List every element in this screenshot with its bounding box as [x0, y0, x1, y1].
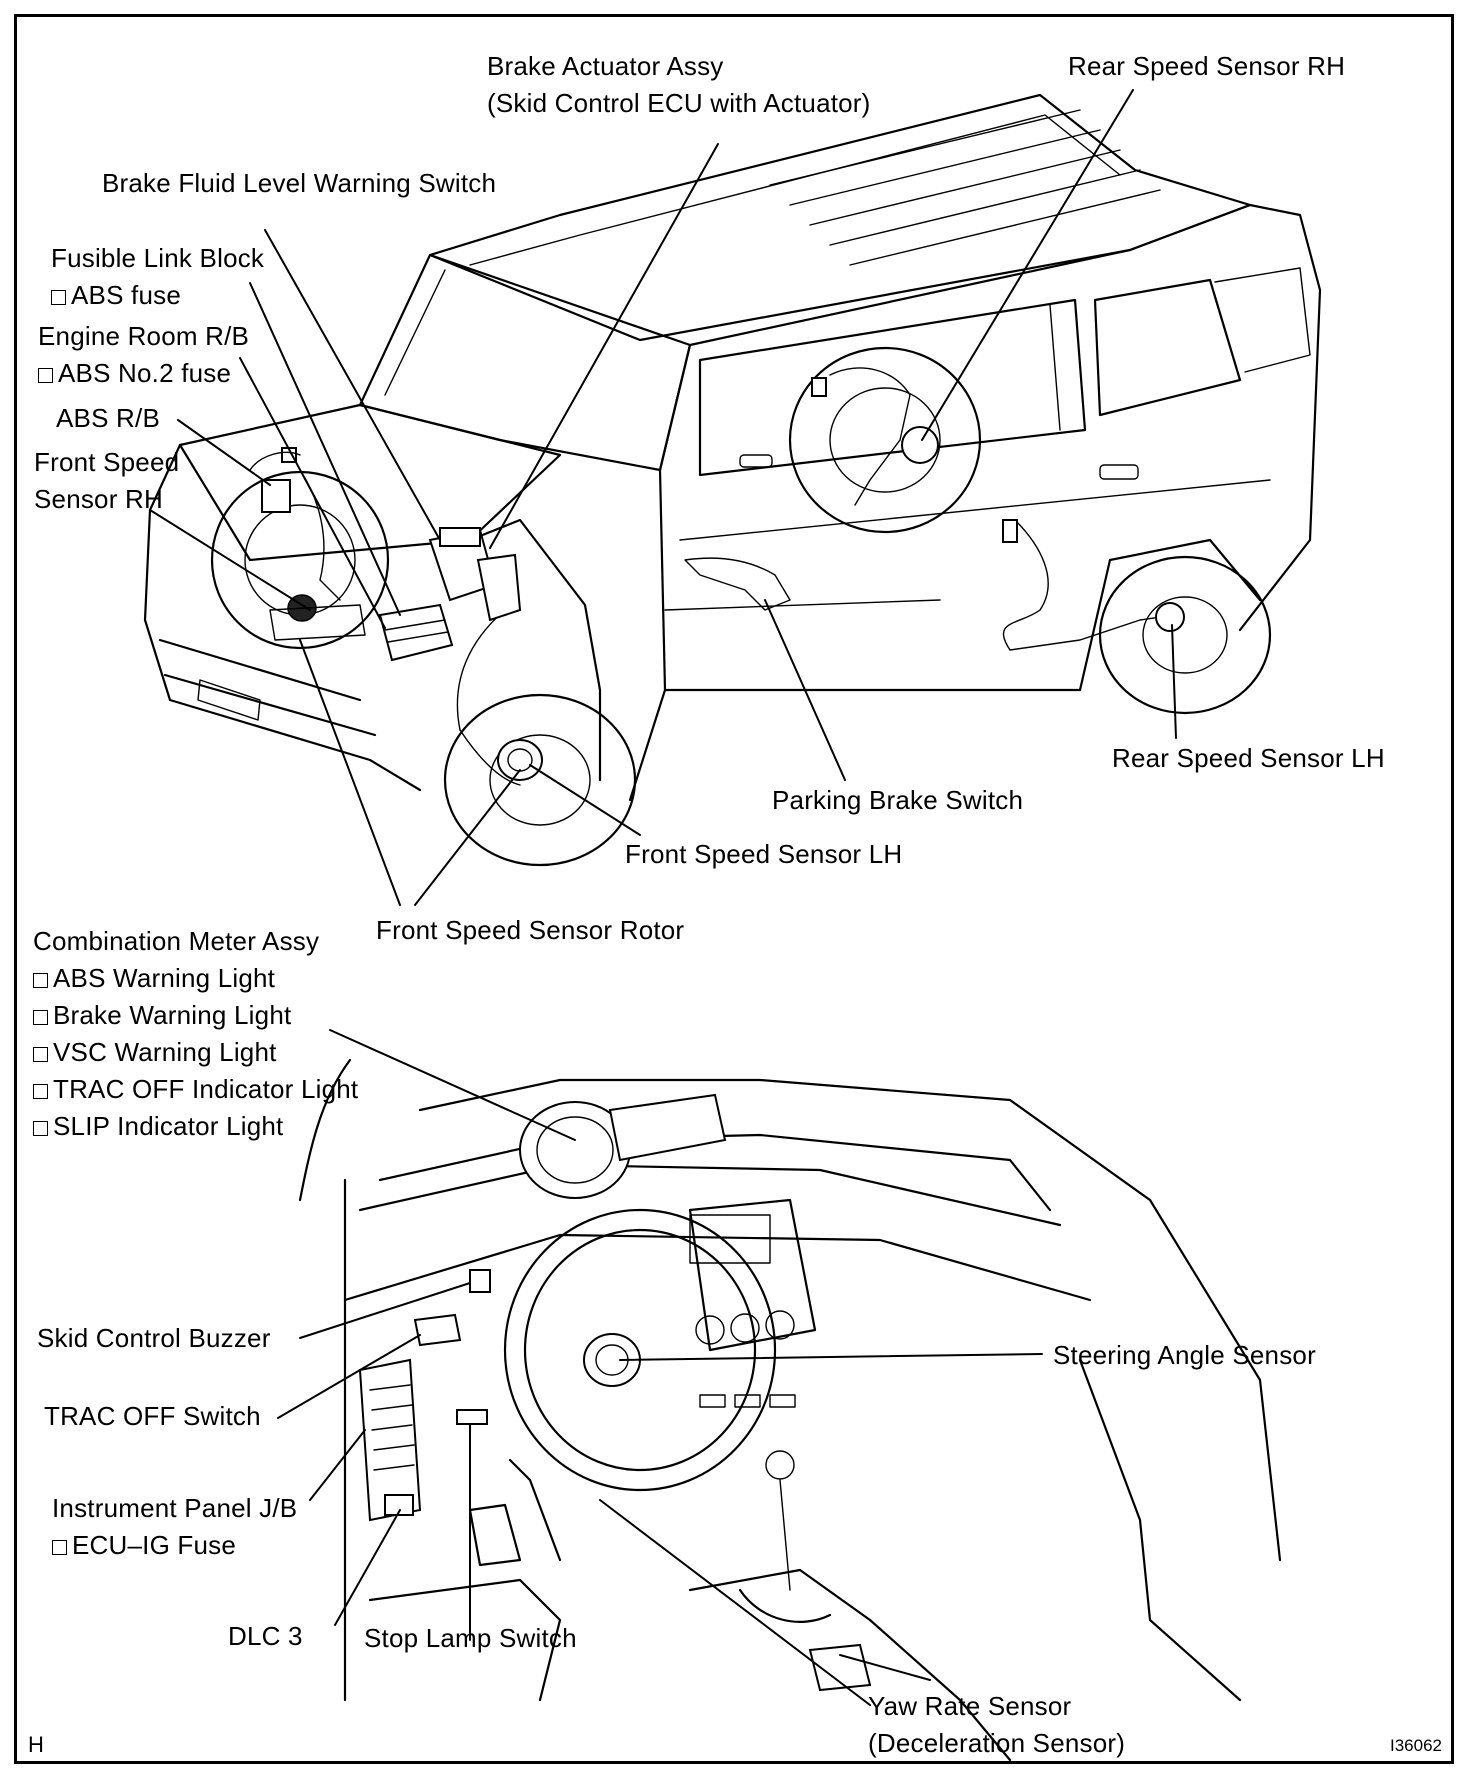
- parking-brake-switch-label: Parking Brake Switch: [772, 785, 1024, 815]
- front-speed-sensor-lh-label: Front Speed Sensor LH: [625, 839, 903, 869]
- checkbox-bullet-icon: [33, 1084, 48, 1099]
- dashboard-drawing: [298, 1058, 1282, 1762]
- front-speed-sensor-rotor-label: Front Speed Sensor Rotor: [376, 915, 685, 945]
- instrument-panel-jb-label: Instrument Panel J/B ECU–IG Fuse: [52, 1493, 298, 1560]
- front-speed-sensor-rh-label: Front Speed Sensor RH: [34, 447, 180, 514]
- rear-speed-sensor-lh-label: Rear Speed Sensor LH: [1112, 743, 1385, 773]
- dlc3-label: DLC 3: [228, 1621, 303, 1651]
- checkbox-bullet-icon: [33, 1047, 48, 1062]
- abs-rb-label: ABS R/B: [56, 403, 160, 433]
- checkbox-bullet-icon: [38, 368, 53, 383]
- figure-code: I36062: [1390, 1736, 1442, 1755]
- corner-letter: H: [28, 1732, 44, 1757]
- brake-fluid-level-warning-switch-label: Brake Fluid Level Warning Switch: [102, 168, 497, 198]
- leader-lines: [149, 89, 1177, 1706]
- checkbox-bullet-icon: [33, 1010, 48, 1025]
- checkbox-bullet-icon: [52, 1540, 67, 1555]
- vehicle-body-drawing: [143, 93, 1322, 867]
- combination-meter-label: Combination Meter Assy ABS Warning Light…: [33, 926, 359, 1141]
- diagram-frame: [14, 14, 1454, 1764]
- stop-lamp-switch-label: Stop Lamp Switch: [364, 1623, 577, 1653]
- checkbox-bullet-icon: [51, 290, 66, 305]
- checkbox-bullet-icon: [33, 1121, 48, 1136]
- fusible-link-block-label: Fusible Link Block ABS fuse: [51, 243, 265, 310]
- trac-off-switch-label: TRAC OFF Switch: [44, 1401, 261, 1431]
- engine-room-rb-label: Engine Room R/B ABS No.2 fuse: [38, 321, 250, 388]
- skid-control-buzzer-label: Skid Control Buzzer: [37, 1323, 271, 1353]
- yaw-rate-sensor-label: Yaw Rate Sensor (Deceleration Sensor): [868, 1691, 1126, 1758]
- rear-speed-sensor-rh-label: Rear Speed Sensor RH: [1068, 51, 1346, 81]
- checkbox-bullet-icon: [33, 973, 48, 988]
- brake-actuator-label: Brake Actuator Assy (Skid Control ECU wi…: [487, 51, 871, 118]
- steering-angle-sensor-label: Steering Angle Sensor: [1053, 1340, 1316, 1370]
